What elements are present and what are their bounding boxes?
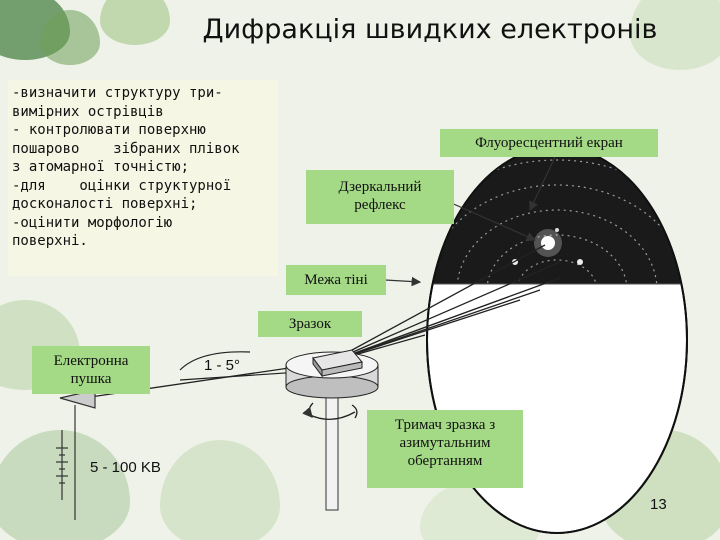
angle-text: 1 - 5° [204, 357, 240, 374]
slide-title: Дифракція швидких електронів [202, 14, 658, 45]
page-number: 13 [650, 496, 667, 513]
leaf-decoration [40, 10, 100, 65]
rotation-arrow-icon [302, 402, 314, 418]
specular-reflex-spot [541, 236, 555, 250]
leaf-decoration [160, 440, 280, 540]
label-pointers [384, 156, 556, 287]
sample-label: Зразок [258, 311, 362, 337]
shadow-edge-label: Межа тіні [286, 265, 386, 295]
voltage-text: 5 - 100 KB [90, 459, 161, 476]
leaf-decoration [100, 0, 170, 45]
sample-holder [285, 349, 379, 511]
holder-label: Тримач зразка з азимутальним обертанням [367, 410, 523, 488]
mirror-reflex-label: Дзеркальний рефлекс [306, 170, 454, 224]
goals-text: -визначити структуру три- вимірних острі… [8, 80, 278, 276]
electron-gun-circuit [56, 389, 96, 520]
electron-gun-label: Електронна пушка [32, 346, 150, 394]
leaf-decoration [630, 0, 720, 70]
screen-label: Флуоресцентний екран [440, 129, 658, 157]
